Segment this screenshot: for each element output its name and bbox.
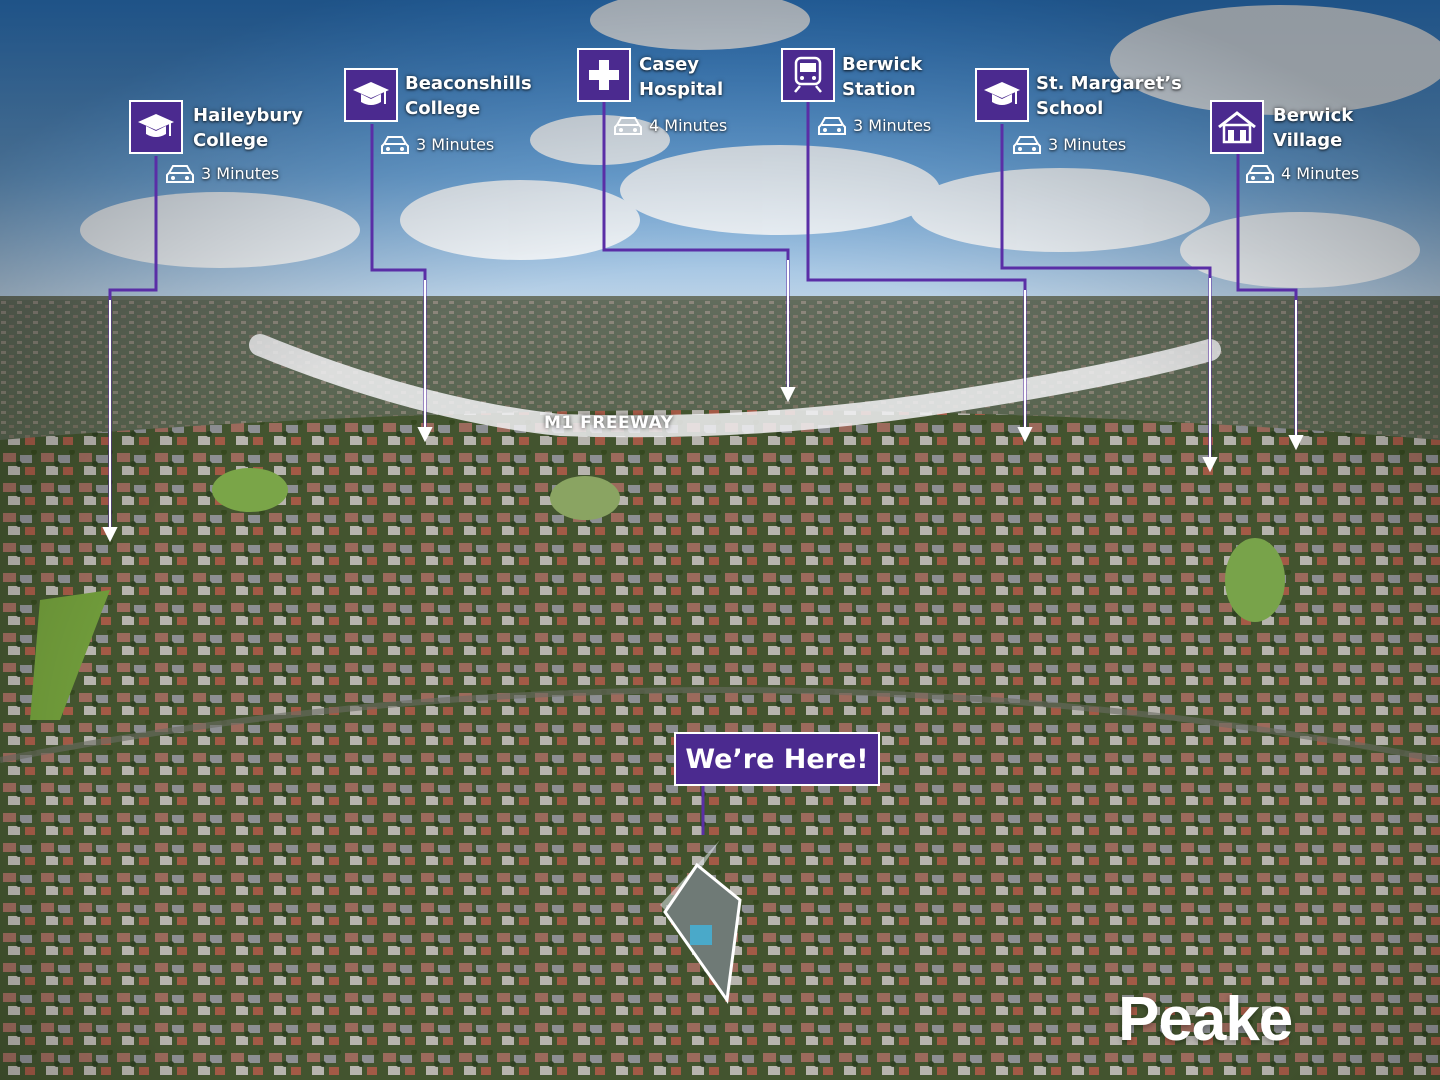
drive-time: 3 Minutes xyxy=(1012,134,1126,156)
car-icon xyxy=(381,136,409,154)
graduation-cap-icon xyxy=(975,68,1029,122)
graduation-cap-icon xyxy=(129,100,183,154)
drive-time: 3 Minutes xyxy=(817,115,931,137)
drive-time: 3 Minutes xyxy=(380,134,494,156)
poi-name-line2: School xyxy=(1036,98,1104,119)
poi-name-line2: Hospital xyxy=(639,79,724,100)
agency-logo: Peake xyxy=(1118,985,1293,1054)
poi-name-line1: Beaconshills xyxy=(405,73,532,94)
drive-time-label: 4 Minutes xyxy=(1281,164,1360,183)
poi-name-line1: Haileybury xyxy=(193,105,303,126)
poi-name-line1: Berwick xyxy=(1273,105,1354,126)
here-marker-badge: We’re Here! xyxy=(674,732,880,786)
drive-time-label: 3 Minutes xyxy=(853,116,932,135)
graduation-cap-icon xyxy=(344,68,398,122)
drive-time: 4 Minutes xyxy=(613,115,727,137)
drive-time: 4 Minutes xyxy=(1245,163,1359,185)
poi-name-line1: Casey xyxy=(639,54,700,75)
poi-name-line1: St. Margaret’s xyxy=(1036,73,1182,94)
drive-time-label: 3 Minutes xyxy=(201,164,280,183)
poi-name-line1: Berwick xyxy=(842,54,923,75)
car-icon xyxy=(1246,165,1274,183)
poi-name-line2: Station xyxy=(842,79,916,100)
car-icon xyxy=(818,117,846,135)
drive-time-label: 3 Minutes xyxy=(1048,135,1127,154)
poi-name-line2: Village xyxy=(1273,130,1343,151)
freeway-label: M1 FREEWAY xyxy=(544,413,674,433)
house-icon xyxy=(1210,100,1264,154)
drive-time-label: 3 Minutes xyxy=(416,135,495,154)
drive-time-label: 4 Minutes xyxy=(649,116,728,135)
medical-cross-icon xyxy=(577,48,631,102)
poi-name-line2: College xyxy=(193,130,269,151)
car-icon xyxy=(1013,136,1041,154)
poi-name-line2: College xyxy=(405,98,481,119)
car-icon xyxy=(166,165,194,183)
drive-time: 3 Minutes xyxy=(165,163,279,185)
train-icon xyxy=(781,48,835,102)
car-icon xyxy=(614,117,642,135)
pointer-arrows xyxy=(102,260,1304,543)
